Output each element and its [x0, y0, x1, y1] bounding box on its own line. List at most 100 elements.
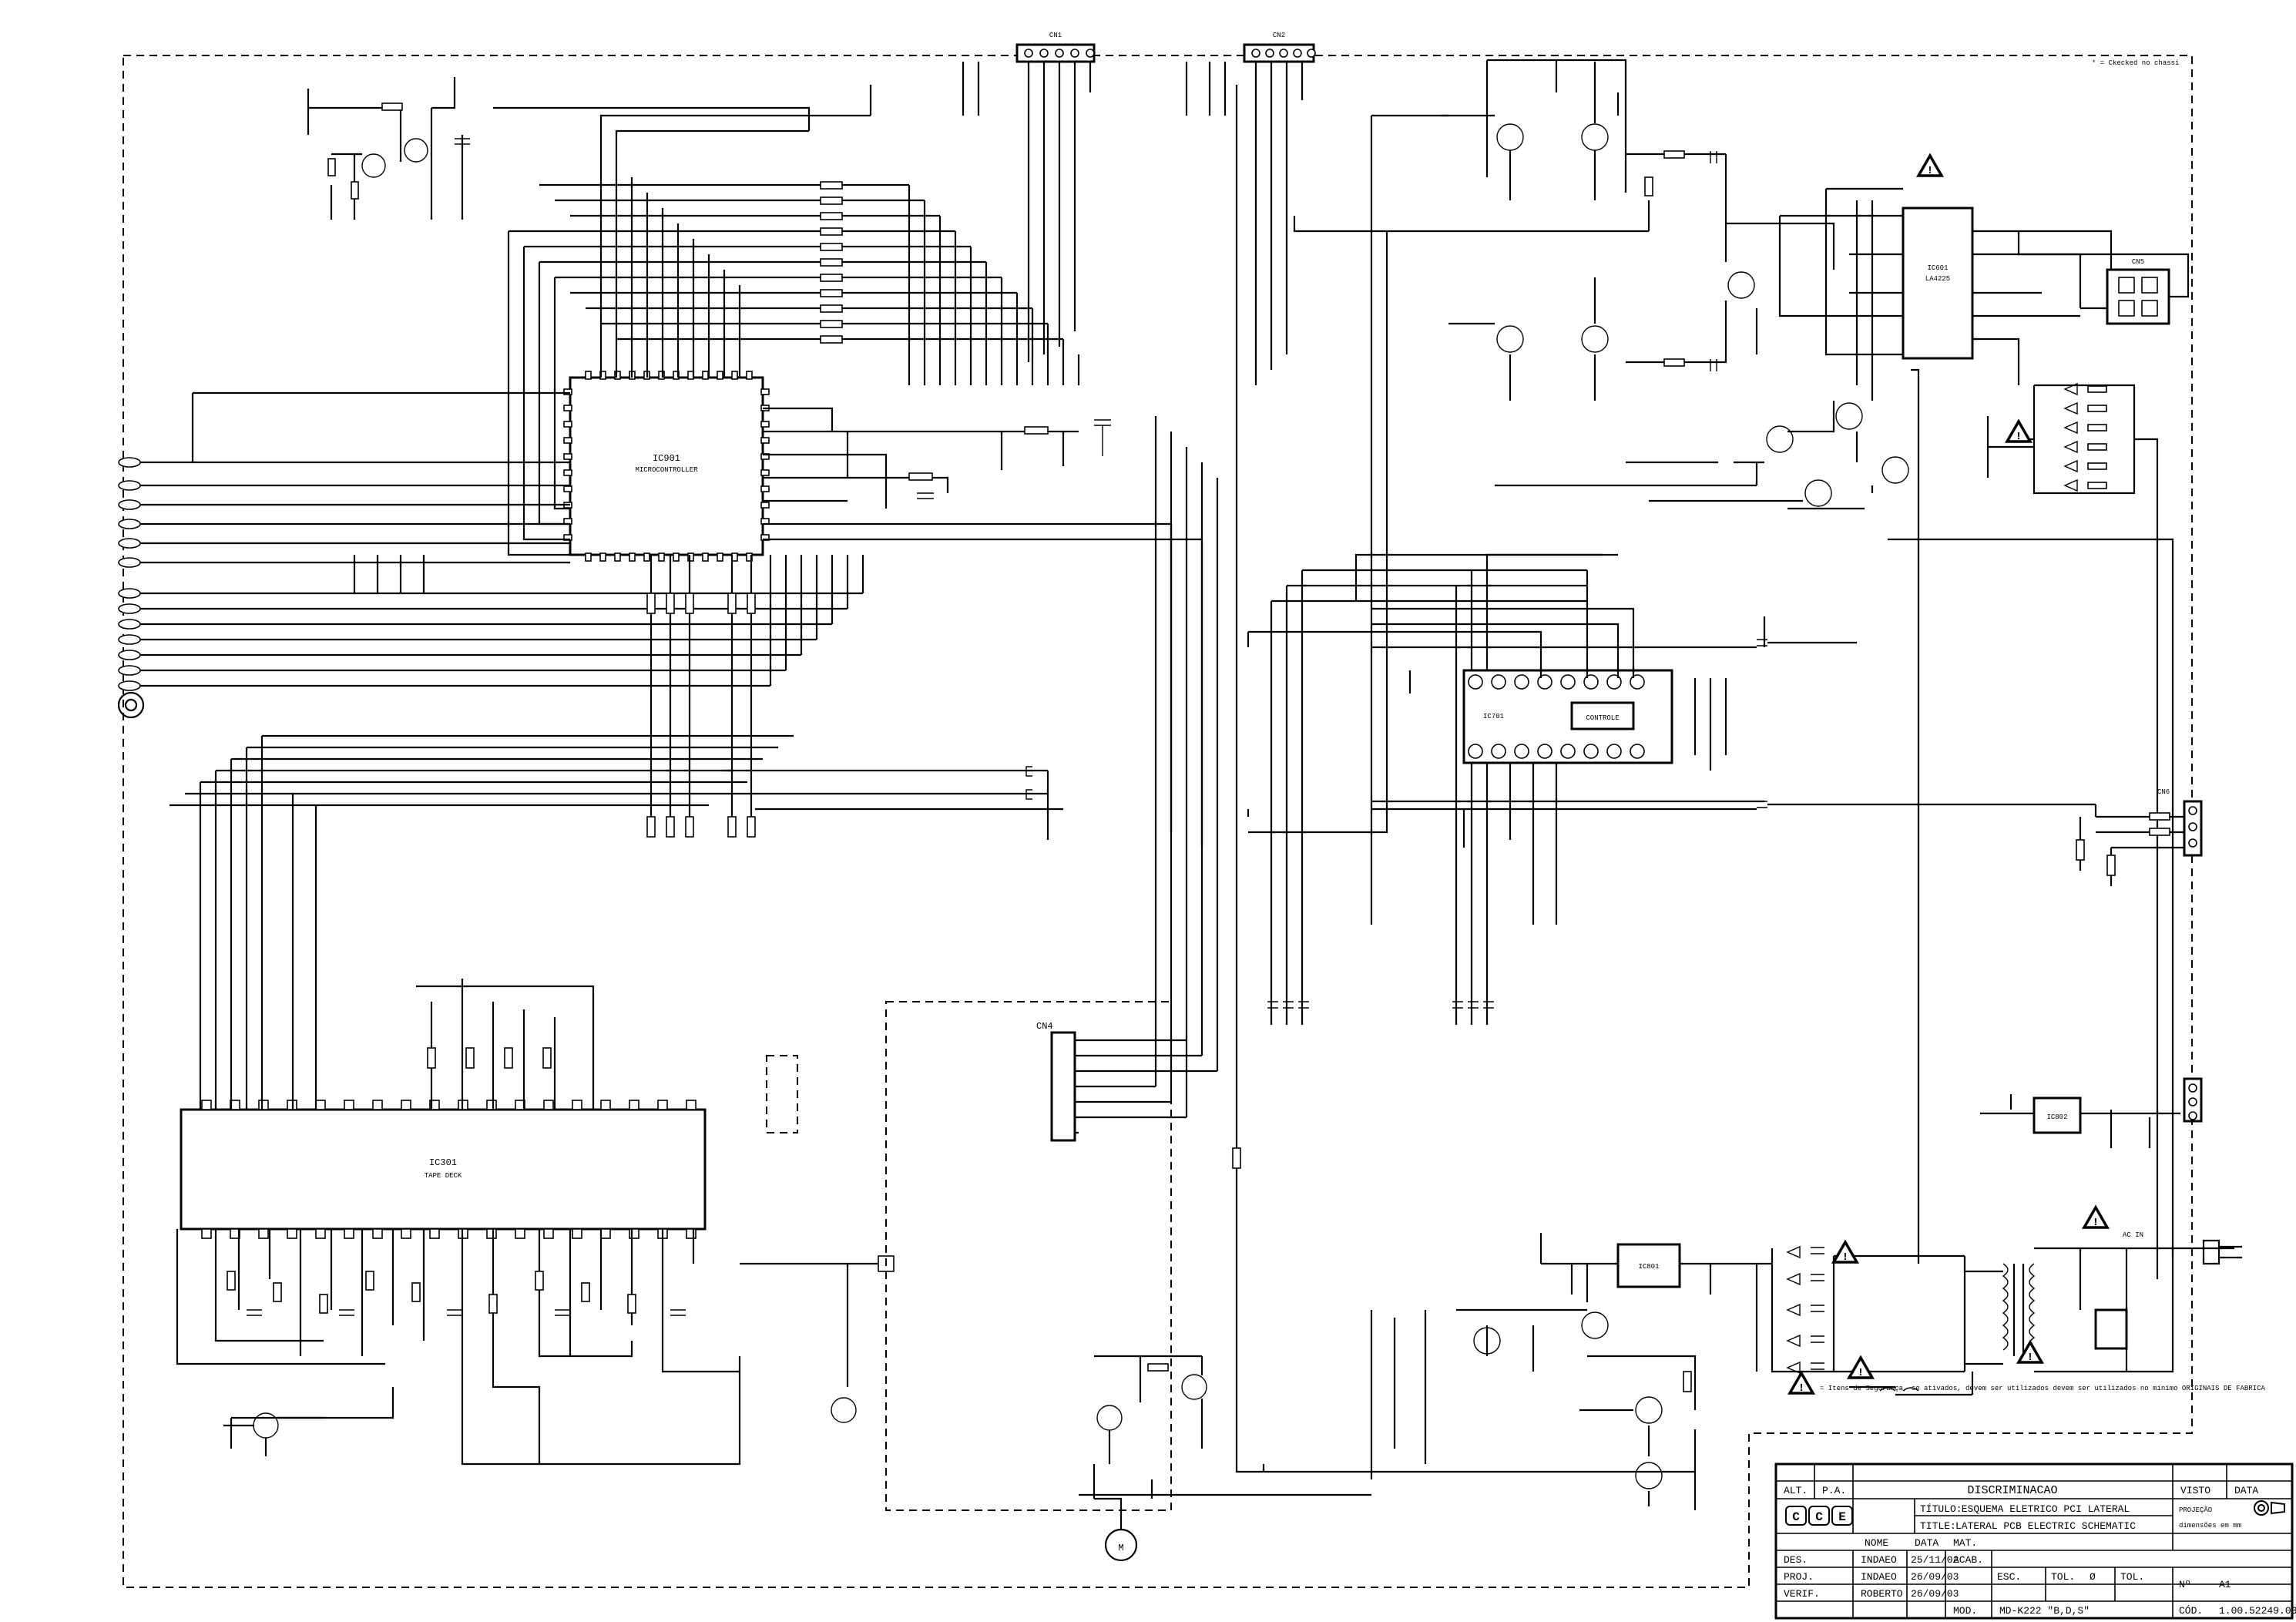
amplifier-ic-label: LA4225 — [1925, 275, 1950, 283]
amplifier-ic-nets: CN5 — [1778, 187, 2190, 401]
mcu-pin — [563, 405, 572, 411]
amplifier-stage-top — [1248, 59, 1909, 925]
aux-regulator-ref: IC802 — [2046, 1113, 2067, 1121]
tape-resistor — [365, 1271, 374, 1291]
tb-visto-label: VISTO — [2180, 1485, 2210, 1496]
tape-deck-body — [180, 1108, 707, 1231]
switch-ic-pin — [1514, 744, 1529, 759]
tb-esc-label: ESC. — [1997, 1571, 2021, 1583]
tb-row-date: 25/11/02 — [1911, 1554, 1959, 1566]
tape-deck-pin — [287, 1228, 297, 1239]
tb-row-name: INDAEO — [1861, 1571, 1897, 1583]
tb-numero-label: Nº — [2179, 1579, 2191, 1590]
tb-row-name: INDAEO — [1861, 1554, 1897, 1566]
tape-top-resistor — [542, 1047, 552, 1069]
switch-ic-pin — [1537, 674, 1552, 690]
top-connector-pins — [1024, 49, 1316, 58]
connector-terminal — [118, 557, 141, 568]
tape-deck-bottom-parts — [227, 1047, 686, 1316]
tb-numero-value: A1 — [2219, 1579, 2231, 1590]
connector-cn1-label: CN1 — [1049, 32, 1062, 39]
tb-tol2-label: TOL. — [2120, 1571, 2144, 1583]
bus-resistor — [820, 196, 843, 205]
tb-pa-label: P.A. — [1822, 1485, 1846, 1496]
tape-deck-pin — [315, 1100, 326, 1110]
mcu-pin — [658, 371, 665, 380]
tape-deck-ic301: IC301 TAPE DECK — [180, 1108, 707, 1231]
tape-deck-pin — [686, 1100, 697, 1110]
tape-resistor — [227, 1271, 236, 1291]
bridge-capacitor — [1811, 1362, 1824, 1370]
tape-deck-pin — [401, 1228, 411, 1239]
switch-ic-pin — [1468, 744, 1483, 759]
mcu-left-nets — [123, 391, 864, 687]
tape-deck-pin — [600, 1228, 611, 1239]
tape-deck-pin — [629, 1100, 639, 1110]
diode-symbol — [2063, 459, 2078, 473]
diode-symbol — [1786, 1303, 1801, 1317]
tape-deck-pin — [600, 1100, 611, 1110]
tape-deck-pin — [486, 1100, 497, 1110]
tape-deck-pin — [344, 1228, 354, 1239]
connector-cn4-label: CN4 — [1036, 1021, 1053, 1032]
bridge-capacitor — [1811, 1274, 1824, 1281]
tb-tol-value: Ø — [2090, 1571, 2096, 1583]
warning-glyph: ! — [1842, 1251, 1848, 1264]
tb-projecao-label: PROJEÇÃO — [2179, 1506, 2212, 1514]
diode-symbol — [1786, 1334, 1801, 1348]
tape-top-resistor — [465, 1047, 475, 1069]
warning-glyph: ! — [2093, 1217, 2099, 1229]
tape-deck-pin — [543, 1228, 554, 1239]
connector-pin — [1251, 49, 1260, 58]
mcu-right-nets — [763, 407, 1203, 848]
tape-resistor — [627, 1294, 636, 1314]
tb-titulo-label: TÍTULO: — [1920, 1503, 1962, 1515]
mcu-pin — [702, 371, 709, 380]
bridge-capacitor — [1811, 1305, 1824, 1312]
bus-resistor — [820, 304, 843, 313]
bridge-capacitor — [1811, 1335, 1824, 1343]
mcu-pin — [673, 552, 680, 562]
switch-ic-pins — [1468, 674, 1645, 759]
connector-pin — [1279, 49, 1288, 58]
mcu-pin — [658, 552, 665, 562]
warning-triangle-icon — [1915, 153, 1945, 177]
warning-glyph: ! — [2027, 1352, 2033, 1364]
mcu-label: MICROCONTROLLER — [635, 466, 698, 474]
safety-warnings: !!!!!! — [1831, 153, 2110, 1379]
tb-title-label: TITLE: — [1920, 1520, 1956, 1532]
amplifier-ic-body — [1902, 207, 1974, 360]
tape-deck-pin — [543, 1100, 554, 1110]
tape-deck-pin — [629, 1228, 639, 1239]
switch-ic-pin — [1491, 744, 1506, 759]
svg-text:C: C — [1815, 1510, 1823, 1524]
tape-top-resistor — [504, 1047, 513, 1069]
mcu-pin — [702, 552, 709, 562]
connector-pin — [1307, 49, 1316, 58]
tape-deck-pin — [258, 1228, 269, 1239]
warning-note: ! = Itens de Segurança, se ativados, dev… — [1787, 1370, 2265, 1395]
top-connectors: CN1 CN2 — [962, 32, 1315, 385]
bus-resistor — [820, 212, 843, 220]
tape-deck-pin — [344, 1100, 354, 1110]
tape-deck-pin — [258, 1100, 269, 1110]
transistor-q1-symbol — [361, 153, 386, 178]
connector-terminal — [118, 665, 141, 676]
switch-ic-pin — [1630, 744, 1645, 759]
tape-deck-pin — [401, 1100, 411, 1110]
mcu-pin — [717, 371, 723, 380]
tb-tol-label: TOL. — [2051, 1571, 2075, 1583]
regulator-ic801 — [1616, 1243, 1681, 1288]
switch-ic-pin — [1560, 674, 1576, 690]
tape-deck-pin — [515, 1228, 525, 1239]
warning-triangle-icon — [2081, 1204, 2110, 1229]
connector-pin — [1024, 49, 1033, 58]
transistor-q2-symbol — [404, 138, 428, 163]
top-right-note: * = Ckecked no chassi — [2092, 59, 2179, 67]
amplifier-ic-ref: IC601 — [1927, 264, 1948, 272]
cn6-label: CN6 — [2157, 788, 2170, 796]
tape-deck-pin — [201, 1100, 212, 1110]
mcu-bottom-resistors — [646, 555, 756, 838]
tb-title-pt: ESQUEMA ELETRICO PCI LATERAL — [1962, 1503, 2130, 1515]
ground-terminal — [117, 691, 145, 719]
